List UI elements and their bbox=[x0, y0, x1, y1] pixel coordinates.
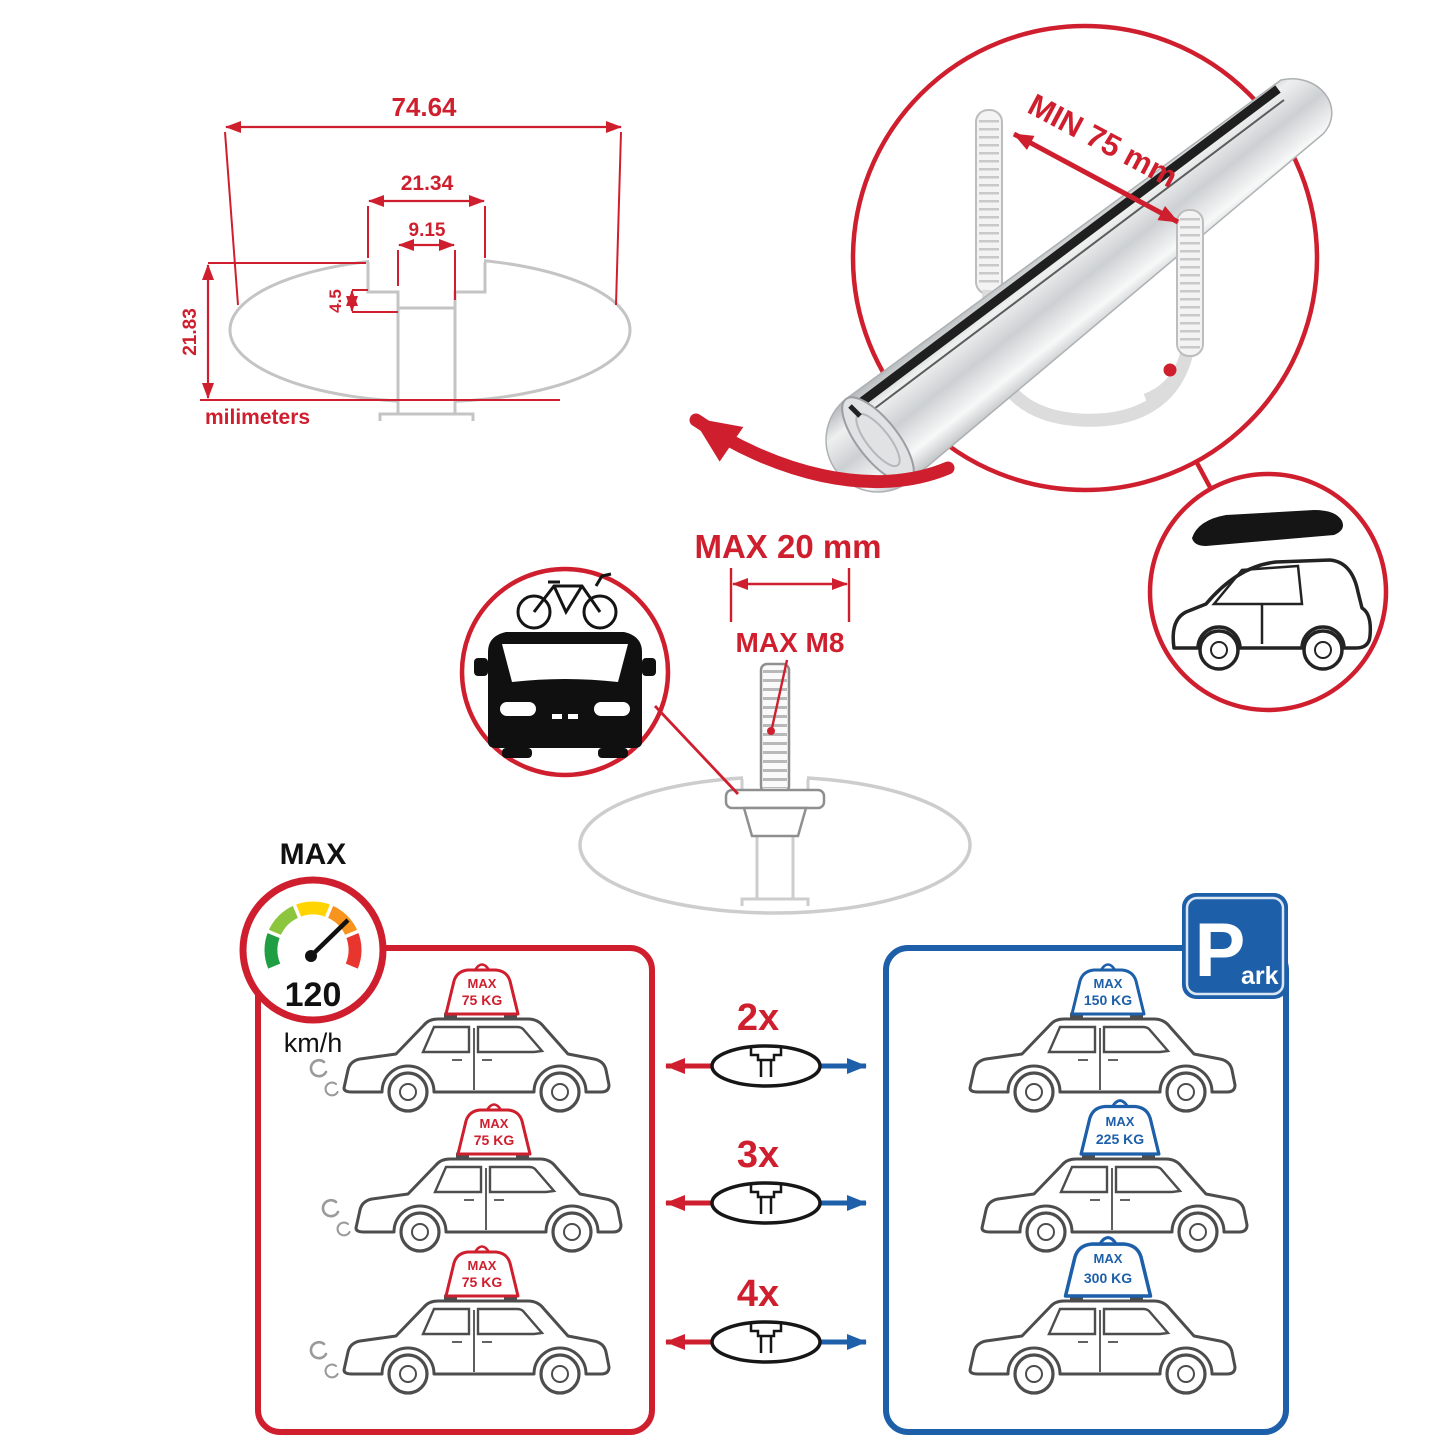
bolt-spec-section: MAX 20 mm MAX M8 bbox=[459, 528, 972, 915]
car-front-icon bbox=[474, 632, 656, 758]
badge-label: MAX bbox=[468, 976, 497, 991]
parking-car-3 bbox=[968, 1292, 1237, 1395]
detail-pointer-arrow bbox=[689, 413, 955, 489]
driving-car-1 bbox=[342, 1010, 611, 1113]
u-bolt-rod-left bbox=[975, 109, 1003, 295]
badge-label: MAX bbox=[1106, 1114, 1135, 1129]
bike-icon bbox=[516, 572, 618, 630]
badge-load: 150 KG bbox=[1084, 992, 1132, 1008]
driving-panel bbox=[255, 945, 655, 1435]
crossbar-groove bbox=[852, 85, 1281, 411]
multiplier-rows: 2x 3x 4x bbox=[665, 997, 867, 1364]
badge-load: 225 KG bbox=[1096, 1131, 1144, 1147]
dim-slot-depth: 4.5 bbox=[326, 289, 345, 313]
crossbar-detail-circle: MIN 75 mm bbox=[825, 23, 1333, 493]
mounting-bolt bbox=[724, 662, 826, 838]
max-bolt-length-label: MAX 20 mm bbox=[694, 528, 881, 565]
driving-car-2 bbox=[354, 1150, 623, 1253]
speed-max-label: MAX bbox=[280, 838, 347, 871]
multiplier-3: 4x bbox=[737, 1273, 779, 1315]
park-sign-ark: ark bbox=[1241, 962, 1279, 990]
roofbox-icon bbox=[1192, 510, 1343, 546]
speed-unit: km/h bbox=[284, 1028, 343, 1058]
dim-total-width: 74.64 bbox=[391, 92, 457, 122]
max-thread-label: MAX M8 bbox=[736, 627, 845, 658]
park-sign-p: P bbox=[1195, 908, 1246, 993]
badge-label: MAX bbox=[1094, 976, 1123, 991]
crossbar-count-icon bbox=[710, 1181, 822, 1225]
badge-load: 75 KG bbox=[462, 992, 503, 1008]
parking-cars: MAX 150 KG MAX 225 KG MAX 300 KG bbox=[968, 963, 1249, 1395]
dim-slot-inner-width: 9.15 bbox=[409, 220, 446, 241]
profile-stem-outline bbox=[378, 308, 475, 421]
badge-label: MAX bbox=[1094, 1251, 1123, 1266]
badge-load: 75 KG bbox=[462, 1274, 503, 1290]
strap-marker-dot bbox=[1163, 363, 1177, 377]
badge-load: 75 KG bbox=[474, 1132, 515, 1148]
speed-value: 120 bbox=[285, 976, 342, 1014]
u-bolt-rod-right bbox=[1176, 209, 1204, 357]
dim-slot-outer-width: 21.34 bbox=[401, 172, 454, 195]
parking-car-1 bbox=[968, 1010, 1237, 1113]
badge-label: MAX bbox=[468, 1258, 497, 1273]
units-label: milimeters bbox=[205, 406, 310, 429]
park-sign: P ark bbox=[1182, 893, 1288, 999]
crossbar-count-icon bbox=[710, 1044, 822, 1088]
multiplier-2: 3x bbox=[737, 1134, 779, 1176]
profile-slot-outline bbox=[366, 262, 487, 310]
driving-car-3 bbox=[342, 1292, 611, 1395]
badge-label: MAX bbox=[480, 1116, 509, 1131]
parking-car-2 bbox=[980, 1150, 1249, 1253]
profile-dimension-drawing: 74.64 21.34 9.15 4.5 21.83 milimeters bbox=[180, 92, 632, 429]
multiplier-1: 2x bbox=[737, 997, 779, 1039]
crossbar-count-icon bbox=[710, 1320, 822, 1364]
parking-panel bbox=[883, 945, 1289, 1435]
roofbox-car-circle bbox=[1147, 471, 1389, 713]
gauge-needle bbox=[309, 918, 350, 958]
load-badge bbox=[1063, 1235, 1153, 1298]
crossbar-render bbox=[825, 77, 1333, 493]
speed-limit-gauge: MAX 120 km/h bbox=[239, 838, 387, 1058]
badge-load: 300 KG bbox=[1084, 1270, 1132, 1286]
bike-car-circle bbox=[459, 566, 671, 778]
dim-total-height: 21.83 bbox=[180, 308, 201, 356]
driving-cars: MAX 75 KG MAX 75 KG MAX 75 KG bbox=[309, 963, 623, 1395]
